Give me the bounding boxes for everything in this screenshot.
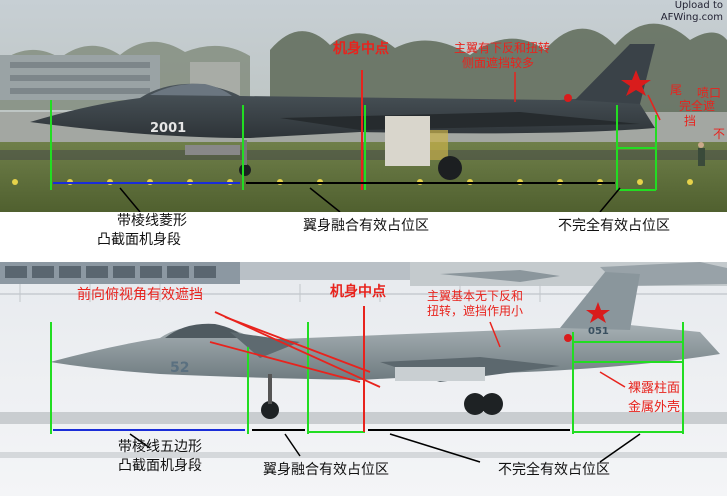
- bottom-center-label: 机身中点: [330, 284, 386, 300]
- top-blend-label: 翼身融合有效占位区: [303, 218, 429, 234]
- bottom-photo-panel: 52 051: [0, 262, 727, 496]
- bottom-photo: 52 051: [0, 262, 727, 496]
- top-tail-note-2: 喷口: [697, 86, 722, 100]
- top-wing-note-2: 侧面遮挡较多: [462, 56, 535, 70]
- bottom-green-guides: [50, 322, 684, 434]
- top-tail-note-3: 完全遮: [679, 99, 716, 113]
- top-tail-note-1: 尾: [670, 83, 683, 97]
- bottom-cylinder-note-1: 裸露柱面: [628, 381, 681, 396]
- bottom-aircraft-number: 52: [170, 360, 189, 376]
- bottom-pentagon-label-1: 带棱线五边形: [118, 439, 202, 455]
- top-center-label: 机身中点: [333, 41, 389, 57]
- top-tail-note-4: 挡: [684, 114, 697, 128]
- top-green-guides: [50, 100, 657, 191]
- bottom-partial-label: 不完全有效占位区: [498, 462, 610, 478]
- watermark-line2: AFWing.com: [660, 11, 723, 23]
- watermark-line1: Upload to: [674, 0, 723, 11]
- top-aircraft-number: 2001: [150, 121, 186, 136]
- j20-aircraft: 2001: [30, 44, 655, 180]
- top-caption-band: [0, 212, 727, 262]
- bottom-wing-note-1: 主翼基本无下反和: [427, 289, 524, 303]
- top-photo: 2001: [0, 0, 727, 212]
- bottom-pentagon-label-2: 凸截面机身段: [118, 458, 202, 474]
- top-photo-panel: 2001 机身中点 主翼有下反和扭转 侧面遮挡较多 尾 喷口 完全遮 挡: [0, 0, 727, 212]
- t50-aircraft: 52 051: [50, 272, 720, 419]
- bottom-tail-number: 051: [588, 326, 609, 337]
- top-partial-label: 不完全有效占位区: [558, 218, 670, 234]
- top-diamond-label-1: 带棱线菱形: [117, 213, 187, 229]
- top-tail-note-5: 不: [713, 127, 726, 141]
- top-wing-note-1: 主翼有下反和扭转: [454, 41, 551, 55]
- bottom-wing-note-2: 扭转，遮挡作用小: [427, 304, 524, 318]
- bottom-fwd-note: 前向俯视角有效遮挡: [77, 287, 203, 303]
- watermark: Upload to AFWing.com: [661, 0, 723, 23]
- bottom-blend-label: 翼身融合有效占位区: [263, 462, 389, 478]
- top-diamond-label-2: 凸截面机身段: [97, 232, 181, 248]
- bottom-cylinder-note-2: 金属外壳: [628, 400, 681, 415]
